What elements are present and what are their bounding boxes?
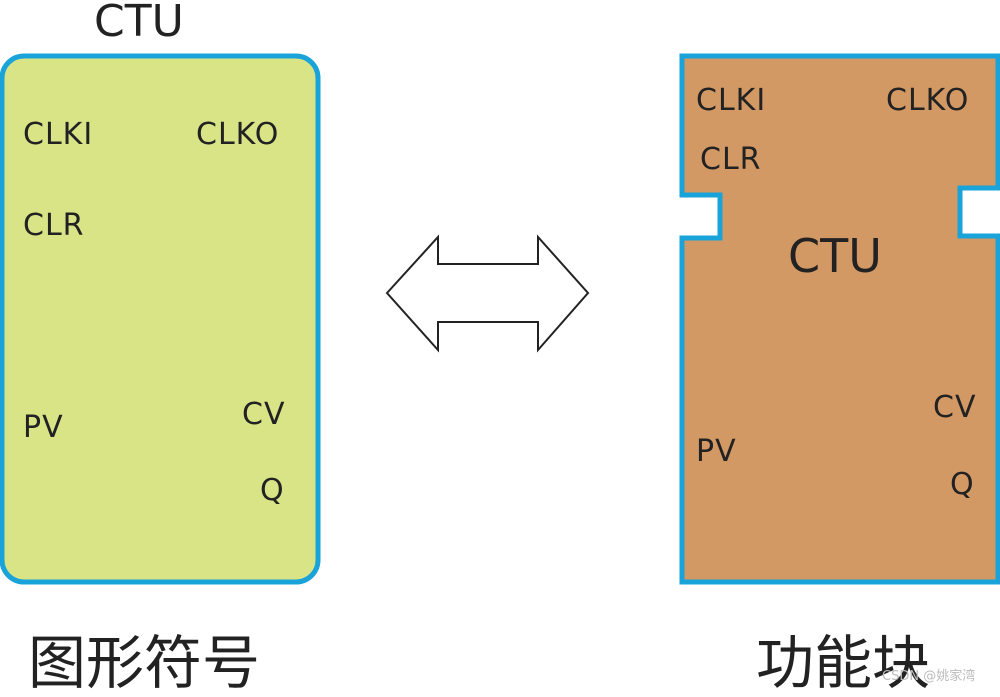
- symbol-pin-pv: PV: [23, 410, 64, 445]
- block-pin-pv: PV: [696, 434, 737, 469]
- symbol-pin-clr: CLR: [23, 208, 85, 243]
- symbol-pin-cv: CV: [242, 397, 286, 432]
- block-caption: 功能块: [756, 629, 931, 697]
- block-pin-clko: CLKO: [886, 83, 970, 118]
- block-pin-q: Q: [950, 467, 975, 502]
- symbol-title: CTU: [94, 0, 184, 47]
- symbol-box: [0, 53, 321, 585]
- block-pin-clr: CLR: [700, 142, 762, 177]
- block-pin-clki: CLKI: [696, 83, 767, 118]
- symbol-pin-clki: CLKI: [23, 117, 94, 152]
- symbol-caption: 图形符号: [28, 629, 261, 697]
- watermark: CSDN @姚家湾: [882, 669, 976, 684]
- function-block-box: [679, 53, 1000, 585]
- block-pin-cv: CV: [933, 390, 977, 425]
- symbol-pin-clko: CLKO: [196, 117, 280, 152]
- block-title: CTU: [788, 229, 882, 283]
- double-arrow-icon: [385, 234, 590, 353]
- symbol-pin-q: Q: [260, 473, 285, 508]
